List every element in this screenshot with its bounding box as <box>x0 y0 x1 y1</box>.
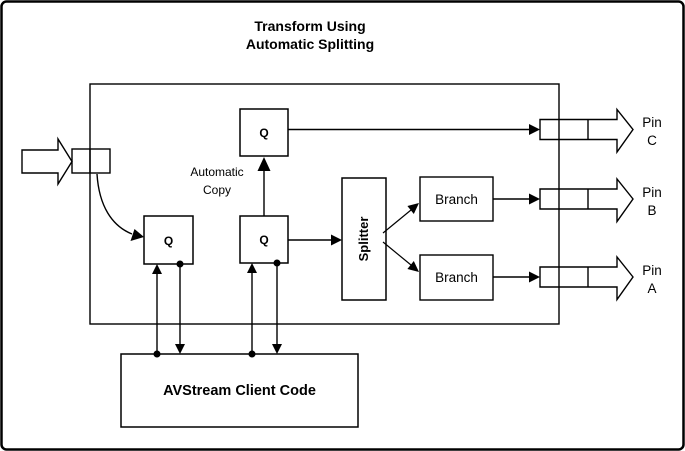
output-pin-b: Pin B <box>539 177 662 224</box>
arrowhead-icon <box>529 193 540 205</box>
queue2-to-splitter-arrow <box>288 234 342 246</box>
branch-box-2: Branch <box>419 254 494 301</box>
arrowhead-icon <box>331 234 342 246</box>
branch-label: Branch <box>435 192 478 207</box>
pin-word: Pin <box>642 115 662 130</box>
arrowhead-down-icon <box>175 344 185 354</box>
connector-line <box>382 241 412 266</box>
arrowhead-icon <box>529 271 540 283</box>
input-arrow-icon <box>21 136 73 187</box>
connector-dot <box>273 259 281 267</box>
input-to-queue-arrow <box>96 173 144 241</box>
queue-box-3: Q <box>239 108 289 157</box>
input-pin-rect <box>71 148 111 174</box>
arrowhead-up-icon <box>152 264 162 274</box>
connector-dot <box>153 350 161 358</box>
splitter-rect <box>341 177 387 301</box>
connector-dot <box>248 350 256 358</box>
curve-connector <box>96 173 133 235</box>
queue-label: Q <box>259 126 268 140</box>
arrowhead-down-icon <box>272 344 282 354</box>
pin-word: Pin <box>642 263 662 278</box>
pin-arrow-icon <box>539 255 634 302</box>
queue1-client-connectors <box>152 260 185 358</box>
automatic-copy-arrow <box>257 157 271 216</box>
arrowhead-icon <box>257 157 271 171</box>
automatic-copy-line2: Copy <box>203 183 231 197</box>
branch1-to-pinb-arrow <box>493 193 540 205</box>
client-code-rect <box>120 353 359 428</box>
title-line-1: Transform Using <box>254 18 365 34</box>
splitter-box: Splitter <box>341 177 387 301</box>
splitter-label: Splitter <box>356 217 371 262</box>
output-pin-a: Pin A <box>539 255 662 302</box>
queue-label: Q <box>164 234 173 248</box>
output-pin-c: Pin C <box>539 107 662 155</box>
pin-letter: A <box>647 281 656 296</box>
arrowhead-icon <box>130 229 144 241</box>
pin-arrow-icon <box>539 177 634 224</box>
queue-rect <box>143 215 194 265</box>
diagram-title: Transform Using Automatic Splitting <box>246 18 374 52</box>
splitter-to-branch1-arrow <box>382 203 419 234</box>
input-pin-frame <box>71 148 111 174</box>
connector-line <box>382 209 412 234</box>
pin-letter: C <box>647 133 657 148</box>
arrowhead-icon <box>407 261 419 272</box>
pin-letter: B <box>647 203 656 218</box>
queue-rect <box>239 108 289 157</box>
client-code-label: AVStream Client Code <box>163 383 316 399</box>
pin-arrow-icon <box>539 107 634 155</box>
queue-box-2: Q <box>239 215 289 264</box>
queue-box-1: Q <box>143 215 194 265</box>
arrowhead-icon <box>529 124 540 135</box>
connector-dot <box>176 260 184 268</box>
queue3-to-pinc-arrow <box>288 124 540 135</box>
client-code-box: AVStream Client Code <box>120 353 359 428</box>
branch-rect <box>419 176 494 222</box>
arrowhead-up-icon <box>247 263 257 273</box>
automatic-copy-line1: Automatic <box>190 165 243 179</box>
splitter-to-branch2-arrow <box>382 241 419 272</box>
queue2-client-connectors <box>247 259 282 358</box>
pin-word: Pin <box>642 185 662 200</box>
title-line-2: Automatic Splitting <box>246 36 374 52</box>
branch-box-1: Branch <box>419 176 494 222</box>
arrowhead-icon <box>407 203 419 214</box>
branch-label: Branch <box>435 270 478 285</box>
branch2-to-pina-arrow <box>493 271 540 283</box>
automatic-copy-label: Automatic Copy <box>190 165 243 197</box>
queue-label: Q <box>259 233 268 247</box>
